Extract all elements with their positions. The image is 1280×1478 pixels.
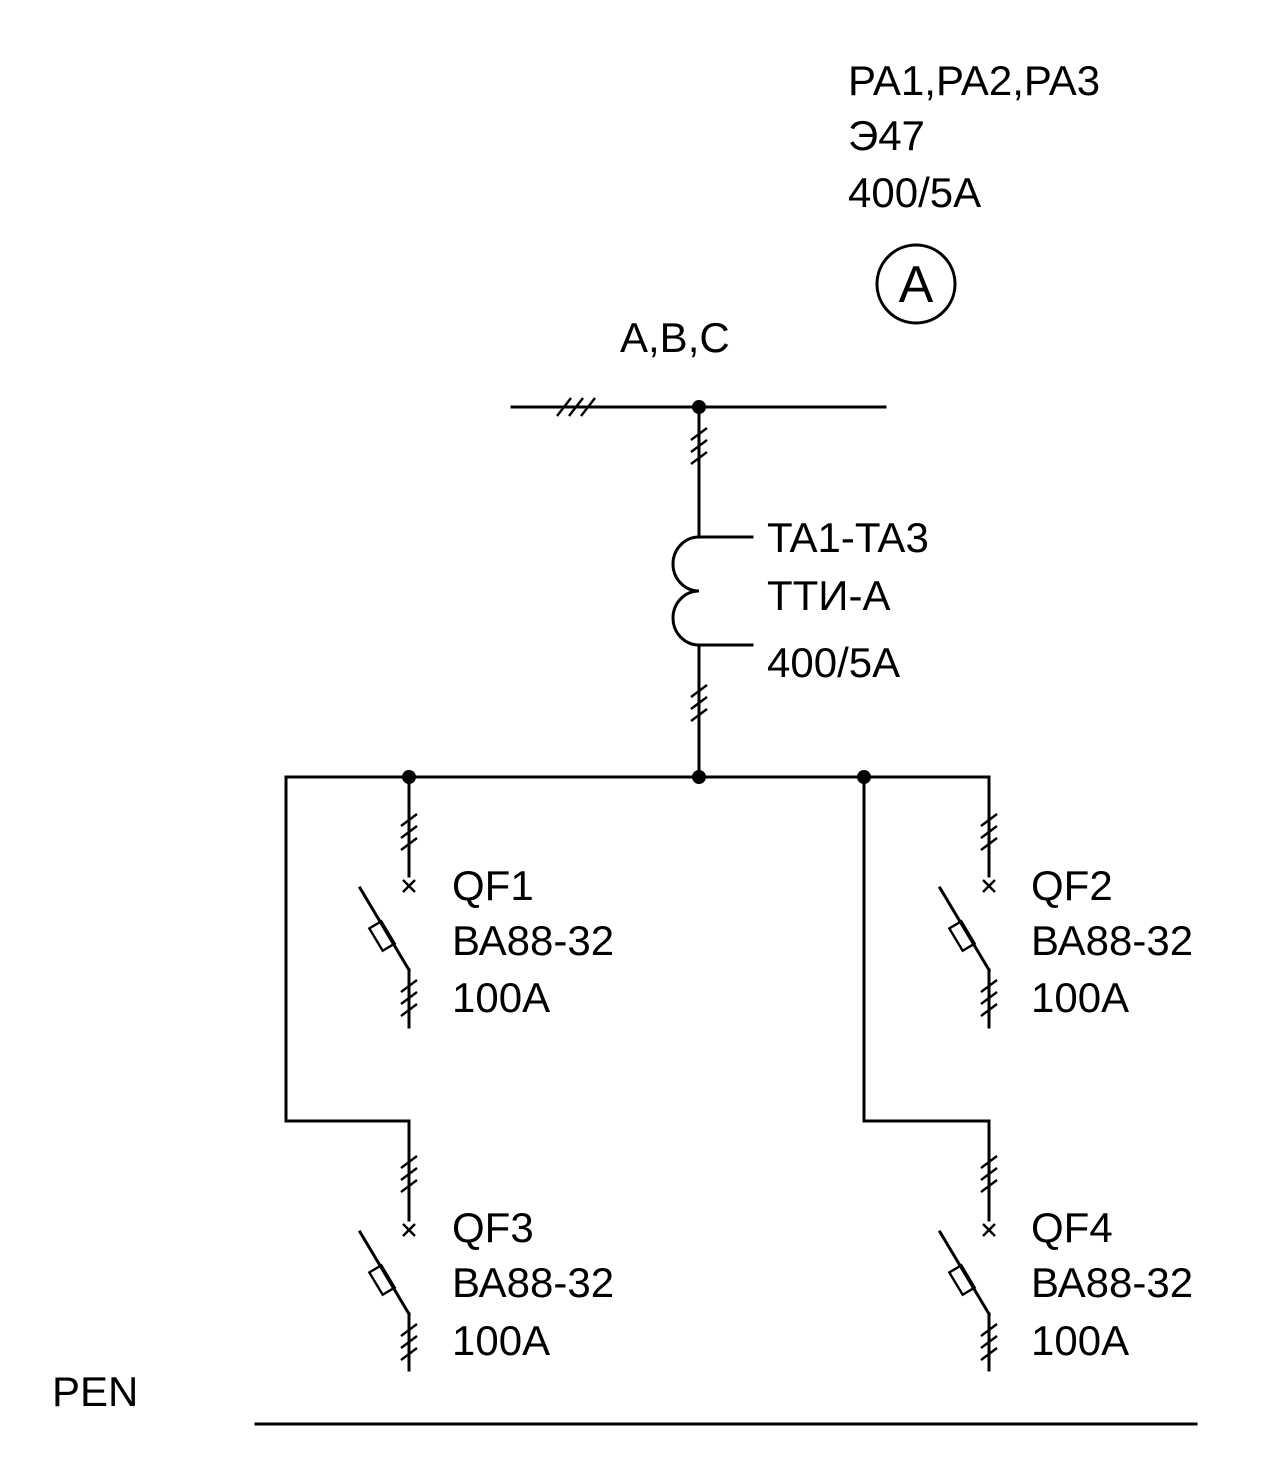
- qf3-name: QF3: [452, 1204, 534, 1251]
- pen-label: PEN: [52, 1368, 138, 1415]
- ammeter-circle-icon: [875, 243, 957, 325]
- ct-type: ТТИ-А: [767, 572, 891, 619]
- qf2-trip-element-icon: [947, 919, 977, 953]
- ammeter: PA1,PA2,PA3 Э47 400/5A A: [848, 57, 1100, 325]
- qf4-switch-blade-icon: [937, 1229, 992, 1317]
- pen-conductor: PEN: [52, 1368, 1198, 1426]
- qf3-rating: 100А: [452, 1317, 550, 1364]
- qf1-contact-x-icon: [402, 879, 416, 893]
- qf4-trip-element-icon: [947, 1263, 977, 1297]
- qf4-lower-ticks-icon: [980, 1323, 998, 1361]
- qf1-trip-element-icon: [367, 919, 397, 953]
- qf4-contact-x-icon: [982, 1223, 996, 1237]
- breaker-qf3: QF3 ВА88-32 100А: [357, 1155, 614, 1372]
- current-transformer-icon: [671, 535, 754, 647]
- qf1-switch-blade-icon: [357, 885, 412, 973]
- right-loop-wire: [862, 775, 991, 1197]
- left-loop-wire: [284, 775, 411, 1197]
- bus-three-phase-ticks-icon: [556, 397, 596, 417]
- qf4-upper-ticks-icon: [980, 1155, 998, 1193]
- qf2-switch-blade-icon: [937, 885, 992, 973]
- qf3-upper-ticks-icon: [400, 1155, 418, 1193]
- qf4-name: QF4: [1031, 1204, 1113, 1251]
- breaker-qf4: QF4 ВА88-32 100А: [937, 1155, 1193, 1372]
- distribution-bus: [284, 770, 991, 1197]
- meter-type: Э47: [848, 112, 925, 159]
- qf3-contact-x-icon: [402, 1223, 416, 1237]
- meter-name: PA1,PA2,PA3: [848, 57, 1100, 104]
- junction-dot-center: [692, 770, 706, 784]
- main-bus: A,B,C: [510, 314, 887, 417]
- qf2-name: QF2: [1031, 862, 1113, 909]
- qf2-lower-ticks-icon: [980, 979, 998, 1017]
- feeder: TA1-TA3 ТТИ-А 400/5A: [671, 405, 929, 779]
- ammeter-symbol: A: [899, 256, 934, 314]
- qf4-rating: 100А: [1031, 1317, 1129, 1364]
- qf1-rating: 100А: [452, 974, 550, 1021]
- qf1-name: QF1: [452, 862, 534, 909]
- feeder-upper-ticks-icon: [690, 427, 708, 465]
- meter-rating: 400/5A: [848, 169, 981, 216]
- breaker-qf2: QF2 ВА88-32 100А: [937, 813, 1193, 1029]
- qf2-rating: 100А: [1031, 974, 1129, 1021]
- qf1-type: ВА88-32: [452, 917, 614, 964]
- ct-name: TA1-TA3: [767, 514, 929, 561]
- qf2-contact-x-icon: [982, 879, 996, 893]
- qf3-type: ВА88-32: [452, 1259, 614, 1306]
- qf2-type: ВА88-32: [1031, 917, 1193, 964]
- ct-ratio: 400/5A: [767, 639, 900, 686]
- bus-phases-label: A,B,C: [620, 314, 730, 361]
- qf1-lower-ticks-icon: [400, 979, 418, 1017]
- qf1-upper-ticks-icon: [400, 813, 418, 851]
- qf4-type: ВА88-32: [1031, 1259, 1193, 1306]
- qf2-upper-ticks-icon: [980, 813, 998, 851]
- feeder-lower-ticks-icon: [690, 684, 708, 722]
- qf3-switch-blade-icon: [357, 1229, 412, 1317]
- breaker-qf1: QF1 ВА88-32 100А: [357, 813, 614, 1029]
- qf3-trip-element-icon: [367, 1263, 397, 1297]
- qf3-lower-ticks-icon: [400, 1323, 418, 1361]
